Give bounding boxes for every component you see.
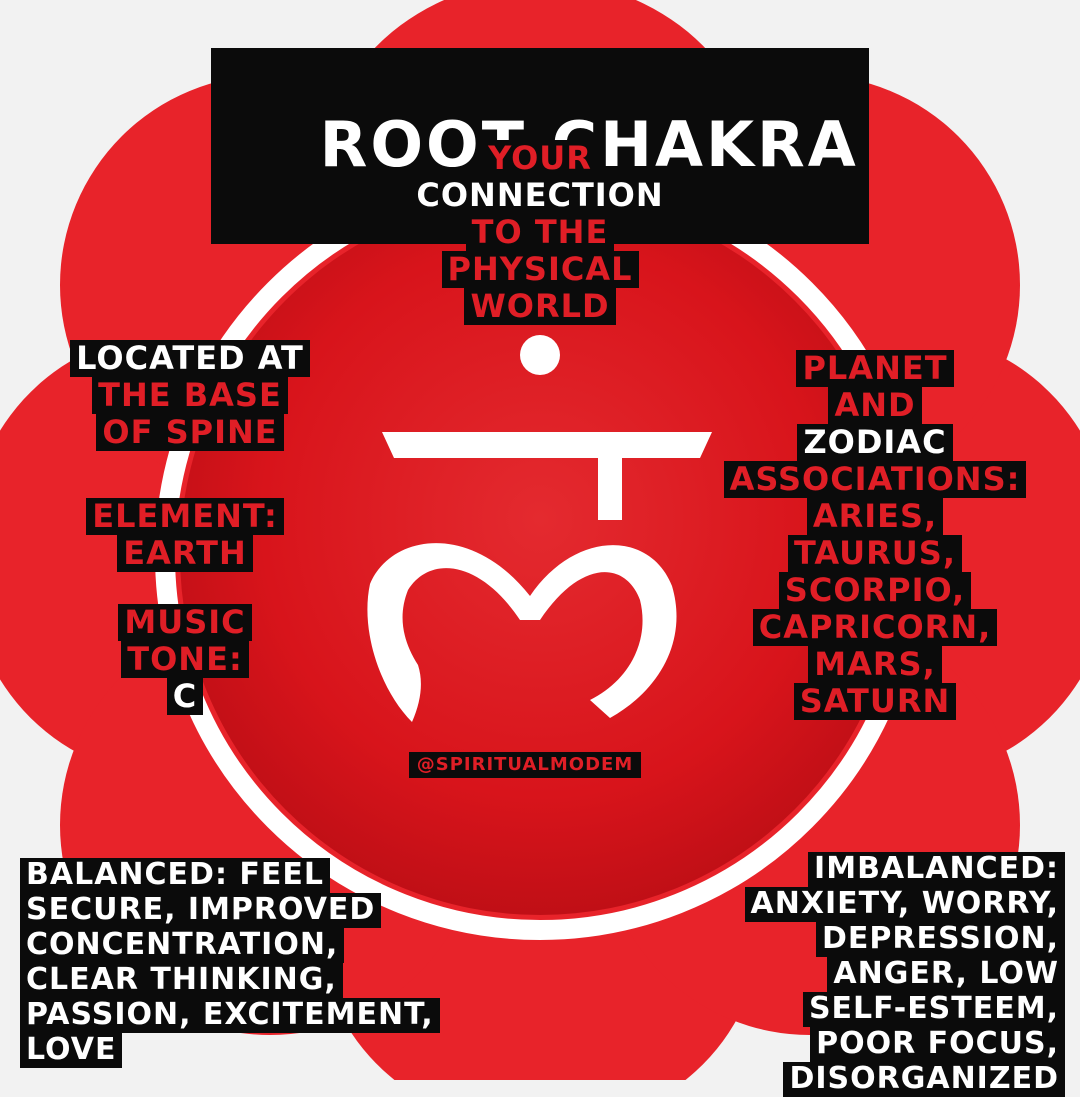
music-line: MUSIC [118,604,252,641]
imbalanced-line: SELF-ESTEEM, [802,992,1065,1027]
connection-line: WORLD [464,288,616,325]
music-block: MUSIC TONE: C [85,604,285,715]
imbalanced-line: ANXIETY, WORRY, [744,887,1065,922]
bindu-dot [520,335,560,375]
associations-line: CAPRICORN, [752,609,998,646]
connection-block: YOUR CONNECTION TO THE PHYSICAL WORLD [330,140,750,325]
element-line: ELEMENT: [86,498,284,535]
element-line: EARTH [117,535,253,572]
associations-line: TAURUS, [788,535,962,572]
connection-line: TO THE [465,214,615,251]
connection-line: CONNECTION [410,177,670,214]
balanced-block: BALANCED: FEEL SECURE, IMPROVED CONCENTR… [20,858,520,1068]
handle-label: @SPIRITUALMODEM [408,752,642,778]
associations-line: ASSOCIATIONS: [723,461,1027,498]
balanced-line: LOVE [20,1033,123,1068]
balanced-line: BALANCED: FEEL [20,858,330,893]
associations-line: MARS, [808,646,942,683]
location-line: THE BASE [92,377,288,414]
balanced-line: CLEAR THINKING, [20,963,343,998]
location-line: OF SPINE [96,414,284,451]
inner-disc [180,195,900,915]
associations-block: PLANET AND ZODIAC ASSOCIATIONS: ARIES, T… [700,350,1050,720]
imbalanced-line: POOR FOCUS, [810,1027,1065,1062]
connection-line: PHYSICAL [441,251,639,288]
imbalanced-line: DEPRESSION, [815,922,1065,957]
balanced-line: CONCENTRATION, [20,928,345,963]
associations-line: AND [828,387,922,424]
balanced-line: SECURE, IMPROVED [20,893,382,928]
associations-line: ZODIAC [797,424,953,461]
balanced-line: PASSION, EXCITEMENT, [20,998,440,1033]
associations-line: PLANET [796,350,954,387]
associations-line: SATURN [793,683,957,720]
imbalanced-line: ANGER, LOW [827,957,1065,992]
title-part-1: ROOT CHAKRA [319,108,859,181]
connection-line: YOUR [482,140,598,177]
associations-line: ARIES, [806,498,944,535]
music-line: TONE: [121,641,249,678]
imbalanced-block: IMBALANCED: ANXIETY, WORRY, DEPRESSION, … [560,852,1065,1097]
music-line: C [166,678,204,715]
location-line: LOCATED AT [70,340,310,377]
location-block: LOCATED AT THE BASE OF SPINE [30,340,350,451]
associations-line: SCORPIO, [778,572,972,609]
handle-block: @SPIRITUALMODEM [390,752,660,778]
lam-glyph [367,432,712,722]
element-block: ELEMENT: EARTH [50,498,320,572]
imbalanced-line: IMBALANCED: [808,852,1065,887]
